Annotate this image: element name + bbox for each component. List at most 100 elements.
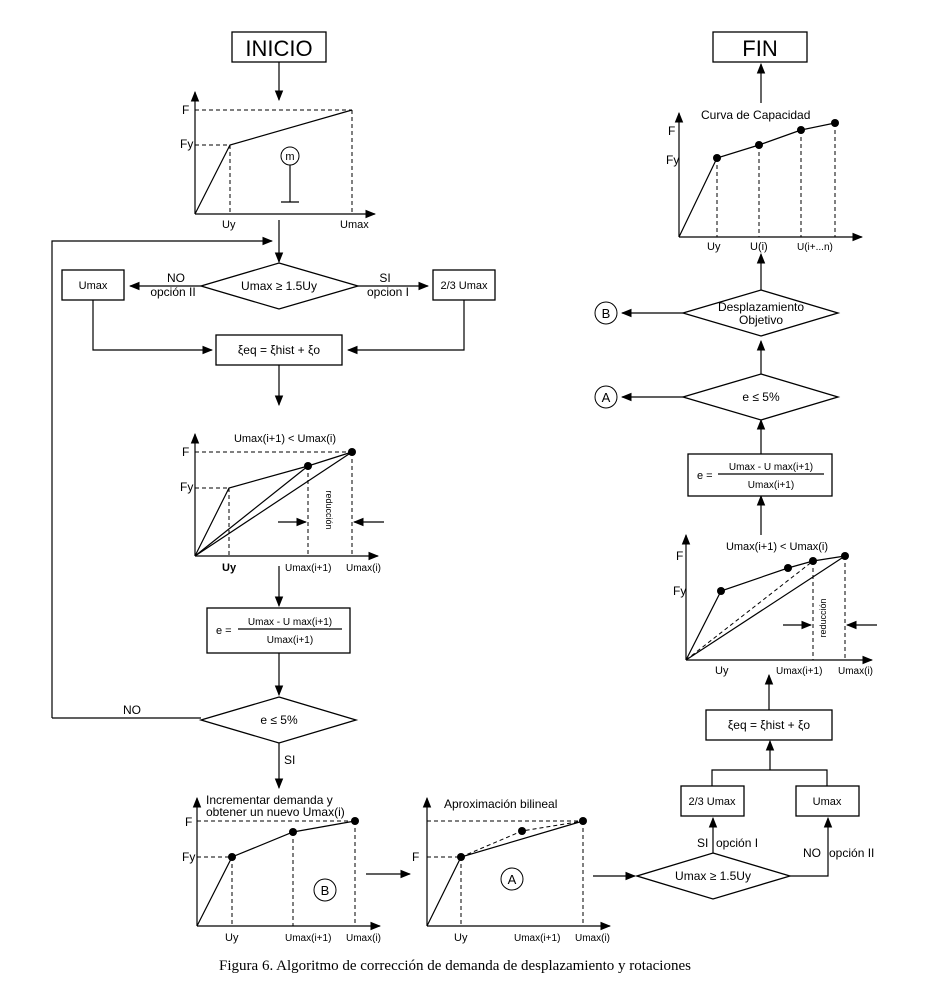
svg-text:Uy: Uy <box>222 562 237 574</box>
svg-text:Umax(i+1): Umax(i+1) <box>776 666 822 677</box>
chart-increment-demand: Incrementar demanda y obtener un nuevo U… <box>182 793 382 944</box>
capacity-curve <box>196 820 356 927</box>
decision-1-condition: Umax ≥ 1.5Uy <box>241 279 317 293</box>
connector-B-label: B <box>321 883 330 898</box>
arrow-yes-to-damping <box>346 300 465 355</box>
capacity-curve <box>678 122 836 238</box>
decision-umax-vs-uy-bottom: Umax ≥ 1.5Uy <box>634 852 793 900</box>
decision-2-no-label: NO <box>123 703 141 717</box>
svg-text:F: F <box>412 850 419 864</box>
connector-A-circle <box>500 867 524 891</box>
error-denominator: Umax(i+1) <box>267 635 313 646</box>
mass-label: m <box>285 151 294 163</box>
chart-reduction-right: Umax(i+1) < Umax(i) reducción F Fy Uy Um… <box>673 533 877 677</box>
svg-text:A: A <box>602 390 611 405</box>
box-umax-option-2: Umax <box>61 269 125 301</box>
decision-1-yes-option: opcion I <box>367 285 409 299</box>
connector-A-label: A <box>508 872 517 887</box>
svg-text:Umax(i): Umax(i) <box>346 933 381 944</box>
svg-text:e =: e = <box>216 625 232 637</box>
svg-text:Umax ≥ 1.5Uy: Umax ≥ 1.5Uy <box>675 869 751 883</box>
y-label-Fy: Fy <box>180 137 193 151</box>
svg-text:Uy: Uy <box>707 241 721 253</box>
svg-text:F: F <box>668 124 675 138</box>
damping-box-left: ξeq = ξhist + ξo <box>215 334 343 366</box>
svg-text:Uy: Uy <box>225 932 239 944</box>
x-label-Umax: Umax <box>340 219 369 231</box>
error-numerator: Umax - U max(i+1) <box>248 617 332 628</box>
arrow-no-to-damping <box>92 300 214 355</box>
error-box-right: e = Umax - U max(i+1) Umax(i+1) <box>687 453 833 497</box>
decision-1-no-label: NO <box>167 271 185 285</box>
svg-text:e ≤ 5%: e ≤ 5% <box>742 390 780 404</box>
connector-B-circle-right <box>594 301 618 325</box>
chart-initial-bilinear: F Fy Uy Umax m <box>180 90 377 231</box>
box-two-thirds-umax-right: 2/3 Umax <box>680 785 745 817</box>
svg-text:opción I: opción I <box>716 836 758 850</box>
svg-text:e ≤ 5%: e ≤ 5% <box>260 713 298 727</box>
bilinear-curve <box>194 109 353 215</box>
box-two-thirds-umax-option-1: 2/3 Umax <box>432 269 496 301</box>
chart-reduction-left: Umax(i+1) < Umax(i) reducción F Fy Uy Um… <box>180 432 384 574</box>
decision-1-yes-label: SI <box>379 271 390 285</box>
svg-text:Umax(i): Umax(i) <box>575 933 610 944</box>
svg-text:Umax(i+1): Umax(i+1) <box>285 933 331 944</box>
svg-text:Umax(i+1): Umax(i+1) <box>285 563 331 574</box>
merge-connector <box>711 769 828 786</box>
decision-error-left: e ≤ 5% <box>198 696 359 744</box>
loop-back-arrow <box>51 236 274 718</box>
secant-dashed <box>685 560 814 661</box>
svg-text:F: F <box>185 815 192 829</box>
connector-A-circle-right <box>594 385 618 409</box>
svg-text:Incrementar demanda y: Incrementar demanda y <box>206 793 333 807</box>
svg-text:Umax(i+1): Umax(i+1) <box>748 480 794 491</box>
svg-text:e =: e = <box>697 470 713 482</box>
svg-text:NO: NO <box>803 846 821 860</box>
decision-2-yes-label: SI <box>284 753 295 767</box>
svg-text:ξeq = ξhist + ξo: ξeq = ξhist + ξo <box>728 718 810 732</box>
arrow-no-up <box>790 816 833 877</box>
chart-capacity-curve: Curva de Capacidad F Fy Uy U(i) U(i+...n… <box>666 108 864 253</box>
start-label: INICIO <box>245 36 312 61</box>
svg-text:Umax(i+1) < Umax(i): Umax(i+1) < Umax(i) <box>726 541 828 553</box>
x-label-Uy: Uy <box>222 219 236 231</box>
svg-text:Umax(i): Umax(i) <box>838 666 873 677</box>
svg-text:ξeq = ξhist + ξo: ξeq = ξhist + ξo <box>238 343 320 357</box>
svg-text:reducción: reducción <box>818 598 828 637</box>
chart-title: Umax(i+1) < Umax(i) <box>234 433 336 445</box>
svg-text:Objetivo: Objetivo <box>739 313 783 327</box>
svg-text:SI: SI <box>697 836 708 850</box>
y-label-F: F <box>182 103 189 117</box>
decision-error-right: e ≤ 5% <box>680 373 841 421</box>
svg-text:Fy: Fy <box>180 480 193 494</box>
secant-solid <box>685 555 846 661</box>
decision-target-displacement: Desplazamiento Objetivo <box>680 289 841 337</box>
svg-text:Fy: Fy <box>182 850 195 864</box>
point-umax-i <box>348 448 356 456</box>
svg-text:2/3 Umax: 2/3 Umax <box>688 796 736 808</box>
svg-text:opción II: opción II <box>829 846 874 860</box>
svg-text:2/3 Umax: 2/3 Umax <box>440 280 488 292</box>
svg-text:Umax(i+1): Umax(i+1) <box>514 933 560 944</box>
box-umax-right: Umax <box>795 785 860 817</box>
secant-i <box>194 451 353 557</box>
chart-bilinear-approx: Aproximación bilineal A F Uy Umax(i+1) U… <box>412 796 612 944</box>
end-label: FIN <box>742 36 777 61</box>
start-terminal: INICIO <box>231 31 327 63</box>
end-terminal: FIN <box>712 31 808 63</box>
svg-text:Umax - U max(i+1): Umax - U max(i+1) <box>729 462 813 473</box>
capacity-curve <box>194 451 353 557</box>
svg-text:Desplazamiento: Desplazamiento <box>718 300 804 314</box>
svg-text:Umax(i): Umax(i) <box>346 563 381 574</box>
damping-box-right: ξeq = ξhist + ξo <box>705 709 833 741</box>
figure-caption: Figura 6. Algoritmo de corrección de dem… <box>219 958 691 974</box>
decision-umax-vs-uy: Umax ≥ 1.5Uy <box>198 262 361 310</box>
svg-text:B: B <box>602 306 611 321</box>
secant-i-plus-1 <box>194 465 309 557</box>
svg-text:Curva de Capacidad: Curva de Capacidad <box>701 108 810 122</box>
svg-text:obtener un nuevo Umax(i): obtener un nuevo Umax(i) <box>206 805 345 819</box>
reduction-label: reducción <box>324 490 334 529</box>
point-umax-i-plus-1 <box>304 462 312 470</box>
svg-text:Uy: Uy <box>715 665 729 677</box>
